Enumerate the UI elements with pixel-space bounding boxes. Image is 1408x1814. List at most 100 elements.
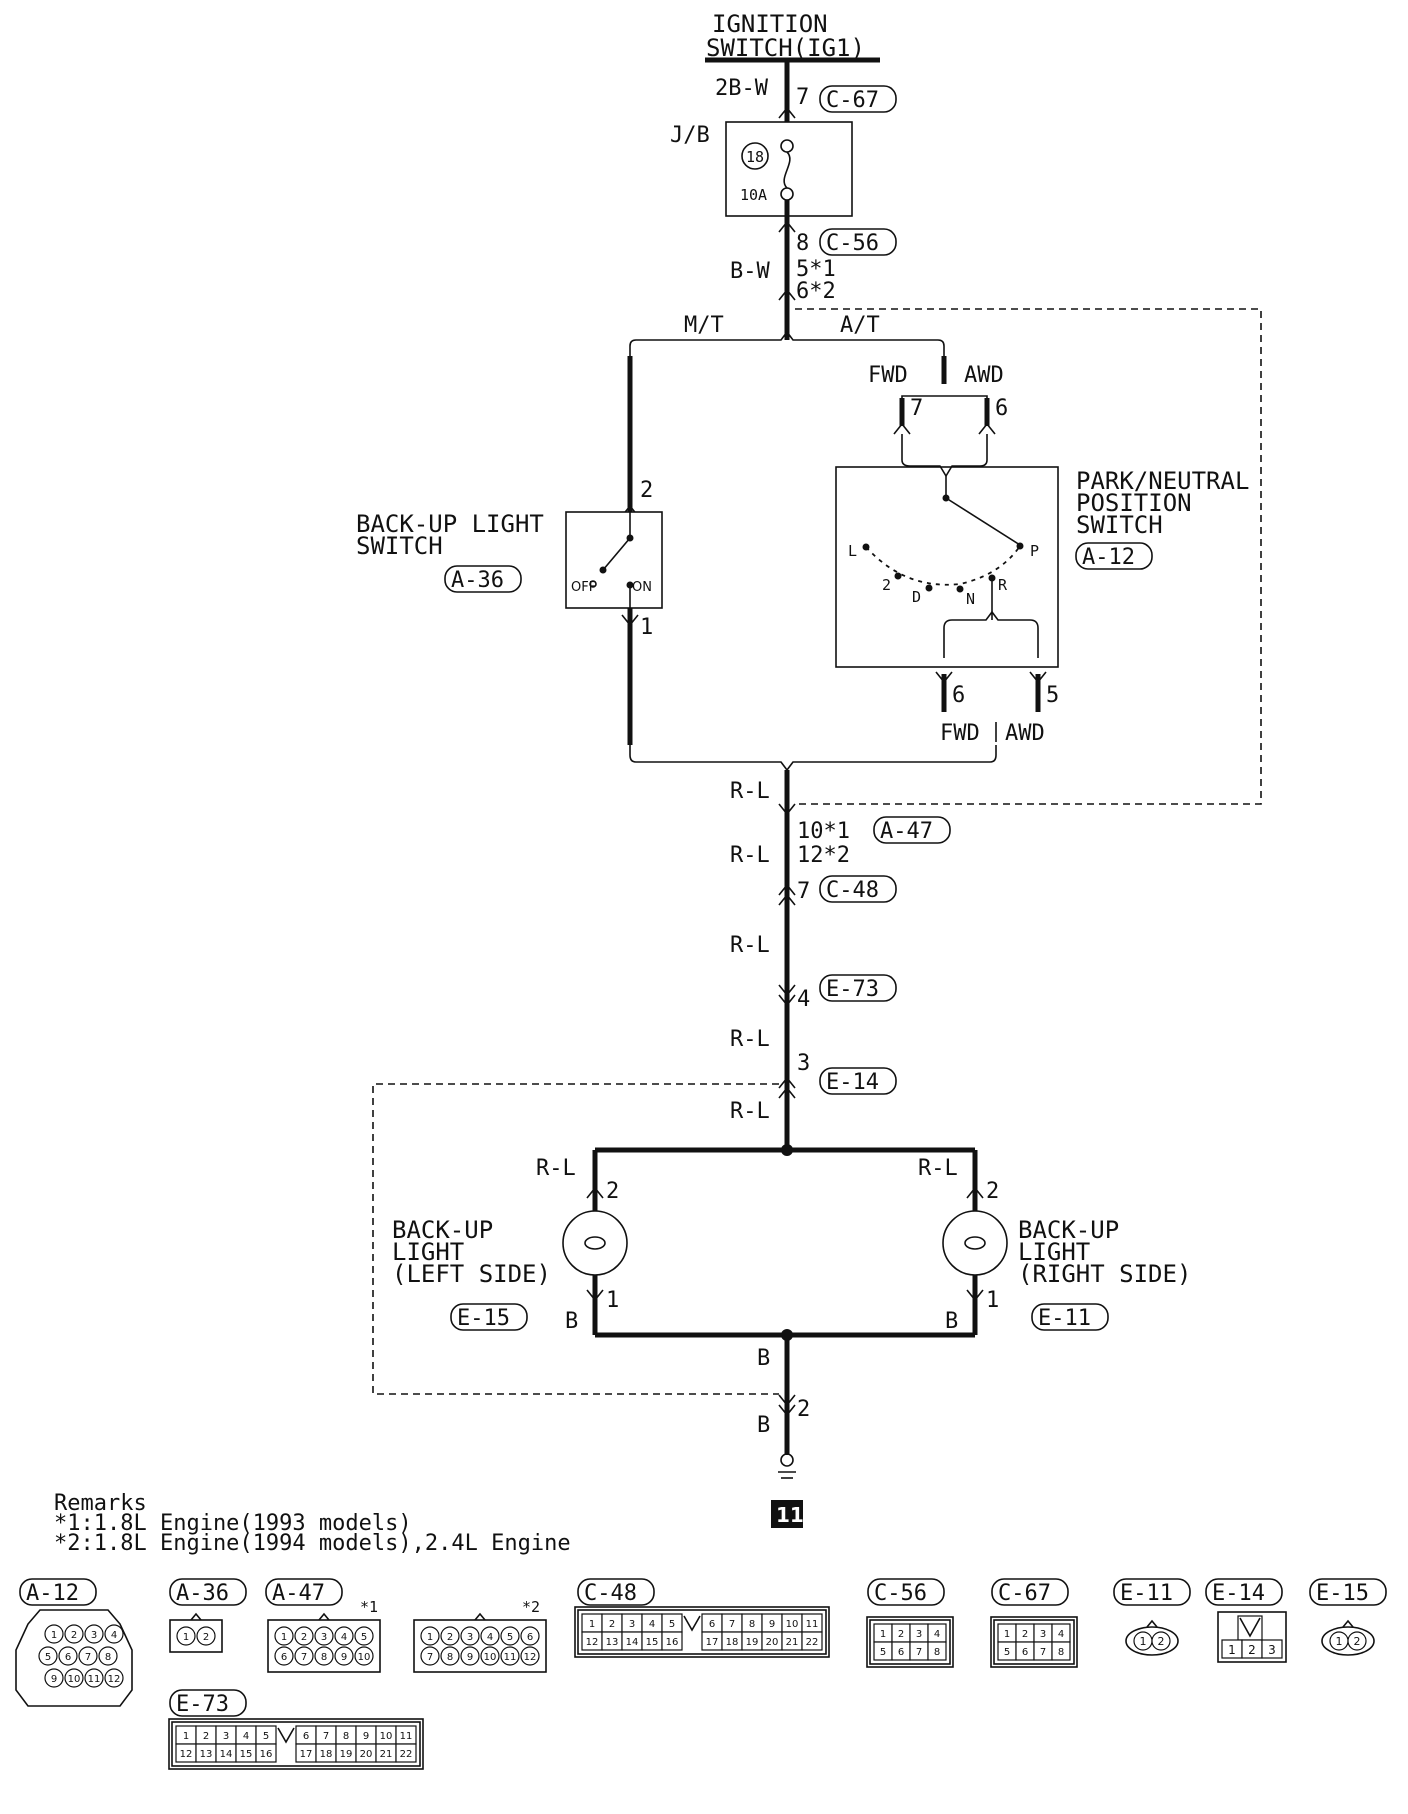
pin-arrow	[778, 1394, 796, 1407]
pin-number: 14	[220, 1749, 233, 1760]
connector-e73-label: E-73	[826, 977, 879, 1002]
pnp-pin-top-awd: 6	[995, 396, 1008, 421]
pnp-pos-p	[1016, 542, 1024, 550]
pin-number: 12	[180, 1749, 193, 1760]
pin-arrow	[778, 288, 796, 301]
connector-a36-tag	[444, 565, 522, 593]
switch-off-label: OFF	[571, 580, 596, 595]
pin-number: 21	[786, 1637, 799, 1648]
ground-terminal	[780, 1453, 794, 1467]
pin-number: 10	[484, 1652, 497, 1663]
face-a47-star2: *2	[522, 1598, 540, 1616]
switch-on-label: ON	[632, 580, 652, 595]
switch-contact-on	[626, 581, 634, 589]
pnp-label-d: D	[912, 588, 921, 606]
pin-number: 1	[281, 1632, 287, 1643]
pin-number: 7	[1040, 1647, 1046, 1658]
face-e14-label: E-14	[1212, 1581, 1265, 1606]
face-a12-tag	[19, 1578, 97, 1606]
pin-cell	[104, 1624, 124, 1644]
ignition-switch-line2: SWITCH(IG1)	[706, 34, 865, 62]
pin-number: 18	[320, 1749, 333, 1760]
backup-switch-title-line2: SWITCH	[356, 532, 443, 560]
connector-e73-tag	[819, 974, 897, 1002]
pnp-output-brace	[943, 610, 1039, 658]
pin-number: 2	[1158, 1635, 1165, 1648]
pin-number: 7	[85, 1652, 91, 1663]
pin-number: 1	[51, 1630, 57, 1641]
pin-cell	[274, 1646, 294, 1666]
face-c48-tag	[577, 1578, 655, 1606]
pin-number: 1	[427, 1632, 433, 1643]
pin-number: 9	[51, 1674, 57, 1685]
backup-switch-pin-bottom: 1	[640, 615, 653, 640]
connector-e11-tag	[1031, 1303, 1109, 1331]
pin-number: 4	[649, 1619, 655, 1630]
right-lamp-filament	[964, 1236, 986, 1250]
left-light-pin-top: 2	[606, 1179, 619, 1204]
pin-12-star2-label: 12*2	[797, 843, 850, 868]
left-light-title-line3: (LEFT SIDE)	[392, 1260, 551, 1288]
pin-cell	[334, 1646, 354, 1666]
face-c56-tag	[867, 1578, 945, 1606]
ground-point-badge	[771, 1500, 803, 1528]
wire-r-l-label-3: R-L	[730, 933, 770, 958]
pin-number: 4	[487, 1632, 493, 1643]
connector-c48-label: C-48	[826, 878, 879, 903]
face-a12-label: A-12	[26, 1581, 79, 1606]
connector-a12-tag	[1075, 542, 1153, 570]
pin-number: 3	[467, 1632, 473, 1643]
pin-arrow	[778, 220, 796, 233]
pin-number: 2	[447, 1632, 453, 1643]
left-light-title-line2: LIGHT	[392, 1238, 464, 1266]
pin-cell	[500, 1646, 520, 1666]
pnp-pos-n	[956, 585, 964, 593]
pnp-pin-bottom-fwd: 6	[952, 683, 965, 708]
pin-number: 4	[934, 1629, 940, 1640]
pin-number: 20	[766, 1637, 779, 1648]
pin-number: 10	[786, 1619, 799, 1630]
pin-number: 2	[203, 1731, 209, 1742]
pin-number: 11	[400, 1731, 413, 1742]
switch-contact-off	[589, 580, 597, 588]
key-notch	[683, 1615, 701, 1632]
pin-cell	[334, 1626, 354, 1646]
pin-number: 1	[1228, 1643, 1236, 1657]
connector-outer	[168, 1718, 424, 1770]
pin-8-label: 8	[796, 231, 809, 256]
pnp-pos-l	[862, 543, 870, 551]
pin-cell	[354, 1626, 374, 1646]
pnp-label-l: L	[848, 542, 857, 560]
pin-cell	[314, 1646, 334, 1666]
pin-arrow	[586, 1289, 604, 1302]
connector-a47-label: A-47	[880, 819, 933, 844]
pnp-fwd-bottom-label: FWD	[940, 721, 980, 746]
connector-a47-tag	[873, 816, 951, 844]
face-c56-label: C-56	[874, 1581, 927, 1606]
pin-cell	[1347, 1631, 1367, 1651]
fuse-number-circle	[741, 142, 769, 170]
pin-number: 4	[111, 1630, 117, 1641]
pin-number: 2	[203, 1632, 209, 1643]
pin-number: 6	[65, 1652, 71, 1663]
mt-at-brace	[629, 330, 945, 356]
pin-number: 8	[1058, 1647, 1064, 1658]
splice-top	[781, 1144, 793, 1156]
pin-arrow	[586, 1186, 604, 1199]
face-a47-tag	[265, 1578, 343, 1606]
pin-cell	[500, 1626, 520, 1646]
pin-cell	[274, 1626, 294, 1646]
pin-number: 7	[427, 1652, 433, 1663]
left-light-pin-bottom: 1	[606, 1288, 619, 1313]
key-notch	[190, 1612, 202, 1621]
pin-number: 3	[1040, 1629, 1046, 1640]
key-notch	[277, 1727, 295, 1744]
face-e11-tag	[1113, 1578, 1191, 1606]
wire-r-l-label-4: R-L	[730, 1027, 770, 1052]
backup-light-switch-box	[565, 511, 663, 609]
right-light-title-line1: BACK-UP	[1018, 1216, 1119, 1244]
pin-number: 13	[606, 1637, 619, 1648]
